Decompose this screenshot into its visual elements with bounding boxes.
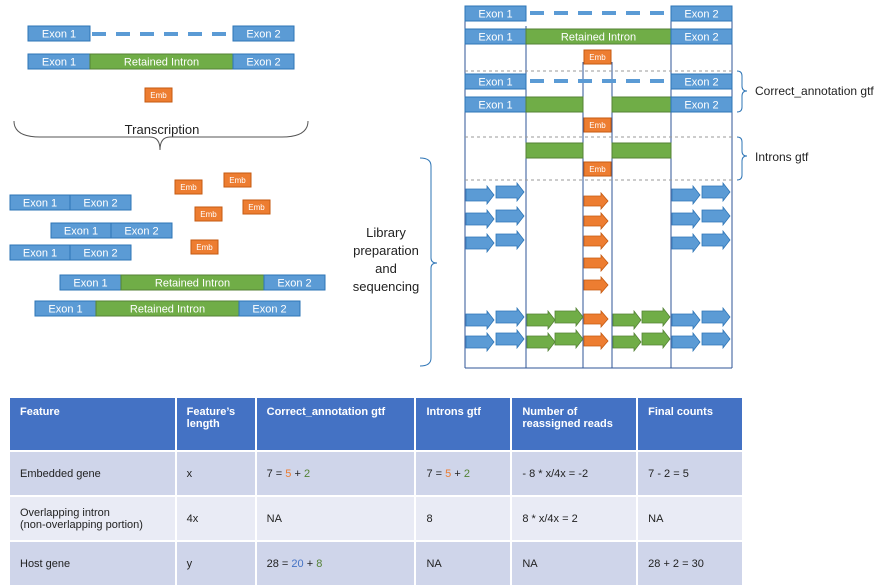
svg-text:Exon 2: Exon 2 bbox=[277, 278, 311, 290]
svg-text:Exon 1: Exon 1 bbox=[23, 198, 57, 210]
exon-box bbox=[232, 25, 295, 42]
introns-cell: NA bbox=[415, 540, 513, 585]
svg-text:Exon 1: Exon 1 bbox=[48, 304, 82, 316]
correct-cell: 7 = 5 + 2 bbox=[255, 450, 417, 496]
reassigned-cell: 8 * x/4x = 2 bbox=[511, 495, 639, 541]
exon-box bbox=[27, 25, 91, 42]
svg-text:Emb: Emb bbox=[150, 91, 167, 100]
emb-fragments: Emb Emb Emb Emb Emb bbox=[174, 172, 271, 255]
transcription-label: Transcription bbox=[125, 122, 200, 137]
table-header-row: Feature Feature’s length Correct_annotat… bbox=[10, 398, 744, 451]
svg-text:Exon 1: Exon 1 bbox=[478, 100, 512, 112]
table-row: Overlapping intron(non-overlapping porti… bbox=[10, 495, 744, 541]
reads-exon2 bbox=[671, 182, 731, 352]
intron-label: Retained Intron bbox=[124, 57, 199, 69]
emb-gene: Emb bbox=[144, 87, 173, 103]
introns-cell: 8 bbox=[415, 495, 513, 541]
spliced-mrna: Exon 1 Exon 2 bbox=[50, 222, 173, 239]
spliced-mrna: Exon 1 Exon 2 bbox=[9, 244, 132, 261]
reassigned-cell: - 8 * x/4x = -2 bbox=[511, 450, 639, 496]
header-reassigned: Number of reassigned reads bbox=[511, 398, 639, 451]
table-row: Host gene y 28 = 20 + 8 NA NA 28 + 2 = 3… bbox=[10, 540, 744, 585]
introns-gtf-bracket bbox=[736, 136, 748, 181]
exon-label: Exon 1 bbox=[42, 57, 76, 69]
correct-cell: NA bbox=[255, 495, 417, 541]
svg-text:Exon 2: Exon 2 bbox=[252, 304, 286, 316]
spliced-mrna: Exon 1 Exon 2 bbox=[9, 194, 132, 211]
reassigned-cell: NA bbox=[511, 540, 639, 585]
feature-cell: Embedded gene bbox=[10, 450, 177, 496]
length-cell: x bbox=[175, 450, 257, 496]
svg-text:Retained Intron: Retained Intron bbox=[130, 304, 205, 316]
svg-text:Retained Intron: Retained Intron bbox=[155, 278, 230, 290]
svg-text:Exon 1: Exon 1 bbox=[64, 226, 98, 238]
svg-text:Exon 1: Exon 1 bbox=[73, 278, 107, 290]
header-correct-gtf: Correct_annotation gtf bbox=[255, 398, 417, 451]
library-label-line: sequencing bbox=[353, 279, 420, 294]
svg-text:Exon 2: Exon 2 bbox=[684, 32, 718, 44]
unspliced-transcript: Exon 1 Exon 2 bbox=[27, 25, 295, 42]
feature-cell: Host gene bbox=[10, 540, 177, 585]
svg-text:Emb: Emb bbox=[196, 243, 213, 252]
counts-table: Feature Feature’s length Correct_annotat… bbox=[10, 398, 744, 585]
table-row: Embedded gene x 7 = 5 + 2 7 = 5 + 2 - 8 … bbox=[10, 450, 744, 496]
retained-intron-mrna: Exon 1 Retained Intron Exon 2 bbox=[34, 300, 301, 317]
left-bracket bbox=[419, 157, 438, 367]
exon-label: Exon 2 bbox=[246, 29, 280, 41]
correct-gtf-label: Correct_annotation gtf bbox=[755, 84, 874, 98]
curly-brace bbox=[13, 120, 309, 151]
svg-text:Exon 1: Exon 1 bbox=[478, 32, 512, 44]
correct-gtf-bracket bbox=[736, 70, 748, 113]
svg-text:Exon 2: Exon 2 bbox=[124, 226, 158, 238]
library-label-line: preparation bbox=[353, 243, 419, 258]
reads-exon1 bbox=[465, 182, 525, 352]
svg-text:Emb: Emb bbox=[589, 165, 606, 174]
length-cell: 4x bbox=[175, 495, 257, 541]
svg-text:Retained Intron: Retained Intron bbox=[561, 32, 636, 44]
svg-text:Emb: Emb bbox=[229, 176, 246, 185]
svg-text:Emb: Emb bbox=[200, 210, 217, 219]
exon-box bbox=[232, 53, 295, 70]
final-cell: 28 + 2 = 30 bbox=[637, 540, 744, 585]
header-introns-gtf: Introns gtf bbox=[415, 398, 513, 451]
transcription-diagram: Exon 1 Exon 2 Exon 1 Retained Intron Exo… bbox=[9, 5, 874, 369]
length-cell: y bbox=[175, 540, 257, 585]
svg-text:Emb: Emb bbox=[589, 121, 606, 130]
header-feature: Feature bbox=[10, 398, 177, 451]
exon-label: Exon 1 bbox=[42, 29, 76, 41]
svg-text:Exon 2: Exon 2 bbox=[83, 248, 117, 260]
reads-emb bbox=[583, 192, 609, 350]
library-label-line: Library bbox=[366, 225, 406, 240]
correct-cell: 28 = 20 + 8 bbox=[255, 540, 417, 585]
exon-label: Exon 2 bbox=[246, 57, 280, 69]
header-length: Feature’s length bbox=[175, 398, 257, 451]
svg-text:Emb: Emb bbox=[180, 183, 197, 192]
retained-intron-mrna: Exon 1 Retained Intron Exon 2 bbox=[59, 274, 326, 291]
final-cell: 7 - 2 = 5 bbox=[637, 450, 744, 496]
header-final: Final counts bbox=[637, 398, 744, 451]
svg-text:Exon 1: Exon 1 bbox=[478, 77, 512, 89]
introns-cell: 7 = 5 + 2 bbox=[415, 450, 513, 496]
svg-text:Emb: Emb bbox=[248, 203, 265, 212]
retained-intron-transcript: Exon 1 Retained Intron Exon 2 bbox=[27, 53, 295, 70]
introns-gtf-label: Introns gtf bbox=[755, 150, 809, 164]
svg-text:Exon 1: Exon 1 bbox=[478, 9, 512, 21]
feature-cell: Overlapping intron(non-overlapping porti… bbox=[10, 495, 177, 541]
svg-text:Exon 1: Exon 1 bbox=[23, 248, 57, 260]
svg-text:Exon 2: Exon 2 bbox=[684, 9, 718, 21]
final-cell: NA bbox=[637, 495, 744, 541]
svg-text:Emb: Emb bbox=[589, 53, 606, 62]
svg-text:Exon 2: Exon 2 bbox=[684, 77, 718, 89]
library-label-line: and bbox=[375, 261, 397, 276]
svg-text:Exon 2: Exon 2 bbox=[83, 198, 117, 210]
svg-text:Exon 2: Exon 2 bbox=[684, 100, 718, 112]
mapping-panel: Exon 1 Exon 2 Exon 1 Retained Intron Exo… bbox=[464, 5, 733, 369]
